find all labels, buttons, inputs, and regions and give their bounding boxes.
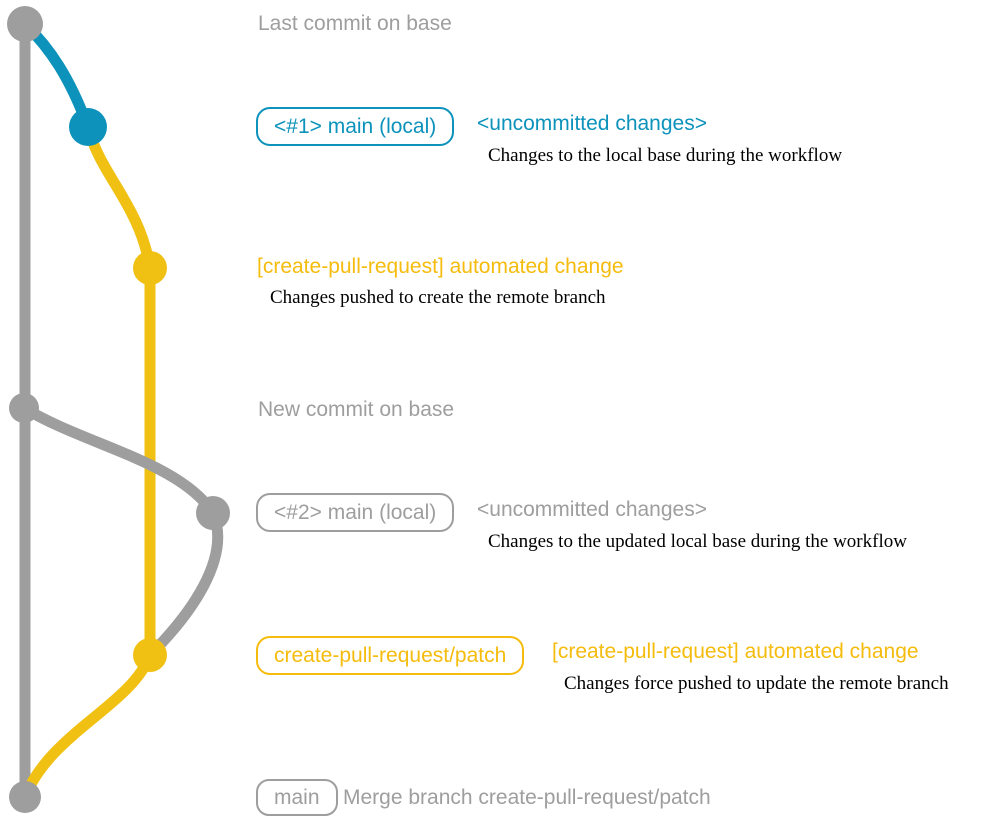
commit-description-3: Changes to the updated local base during… [488,531,907,552]
local-main-2-to-patch-curve [144,507,224,661]
branch-label-main-local-1: <#1> main (local) [256,107,455,146]
branch-label-main-local-2: <#2> main (local) [256,493,455,532]
commit-description-2: Changes pushed to create the remote bran… [270,287,606,308]
commit-node-new-base [9,393,39,423]
caption-last-commit-on-base: Last commit on base [258,12,452,35]
commit-description-4: Changes force pushed to update the remot… [564,673,949,694]
commit-node-patch-1 [133,251,167,285]
commit-description-1: Changes to the local base during the wor… [488,145,843,166]
branch-label-create-pull-request-patch: create-pull-request/patch [256,636,525,675]
patch-branch-curve-top [82,121,156,274]
commit-node-merge [9,781,41,813]
commit-title-automated-change-2: [create-pull-request] automated change [552,640,919,663]
caption-new-commit-on-base: New commit on base [258,398,455,421]
commit-node-last-base [7,6,43,42]
commit-node-patch-2 [133,638,167,672]
patch-merge-curve [19,649,156,803]
commit-title-uncommitted-changes-2: <uncommitted changes> [477,498,707,521]
commit-title-merge-branch: Merge branch create-pull-request/patch [343,786,711,809]
commit-node-local-main-1 [69,108,107,146]
commit-title-automated-change-1: [create-pull-request] automated change [257,255,624,278]
commit-title-uncommitted-changes-1: <uncommitted changes> [477,112,707,135]
commit-node-local-main-2 [196,496,230,530]
local-main-2-branch-line [18,402,219,519]
branch-label-main: main [256,779,338,816]
